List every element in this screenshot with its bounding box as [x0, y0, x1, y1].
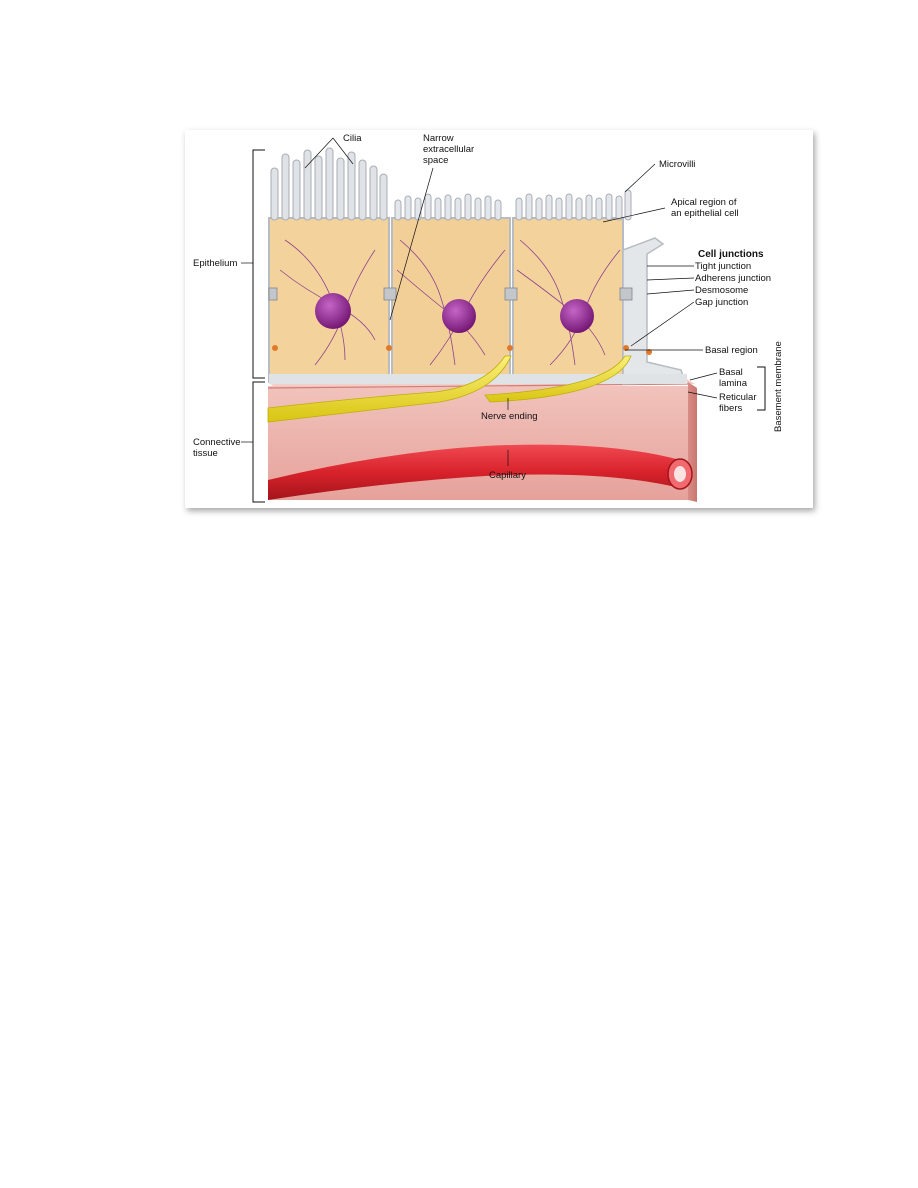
epithelium-diagram: Cilia Narrow extracellular space Microvi…	[185, 130, 813, 508]
label-basal-lamina-2: lamina	[719, 378, 748, 389]
label-narrow-space-1: Narrow	[423, 133, 454, 144]
nerve-ending	[267, 355, 632, 423]
label-connective-tissue-1: Connective	[193, 437, 241, 448]
label-capillary: Capillary	[489, 470, 526, 481]
label-desmosome: Desmosome	[695, 285, 748, 296]
leader-lines	[241, 137, 718, 466]
label-microvilli: Microvilli	[659, 159, 695, 170]
label-cilia: Cilia	[343, 133, 362, 144]
label-reticular-fibers-2: fibers	[719, 403, 742, 414]
junction-marks	[268, 287, 652, 355]
label-epithelium: Epithelium	[193, 258, 237, 269]
label-reticular-fibers-1: Reticular	[719, 392, 757, 403]
nuclei	[315, 293, 594, 333]
label-basement-membrane: Basement membrane	[773, 341, 784, 432]
cilia	[270, 147, 388, 221]
label-gap-junction: Gap junction	[695, 297, 748, 308]
label-tight-junction: Tight junction	[695, 261, 751, 272]
label-basal-region: Basal region	[705, 345, 758, 356]
label-nerve-ending: Nerve ending	[481, 411, 538, 422]
label-connective-tissue-2: tissue	[193, 448, 218, 459]
label-basal-lamina-1: Basal	[719, 367, 743, 378]
microvilli	[394, 189, 632, 221]
label-narrow-space-3: space	[423, 155, 448, 166]
diagram-canvas: Cilia Narrow extracellular space Microvi…	[193, 133, 784, 503]
label-apical-region-1: Apical region of	[671, 197, 737, 208]
label-cell-junctions: Cell junctions	[698, 249, 764, 260]
capillary	[268, 444, 693, 500]
label-adherens-junction: Adherens junction	[695, 273, 771, 284]
label-apical-region-2: an epithelial cell	[671, 208, 739, 219]
label-narrow-space-2: extracellular	[423, 144, 474, 155]
